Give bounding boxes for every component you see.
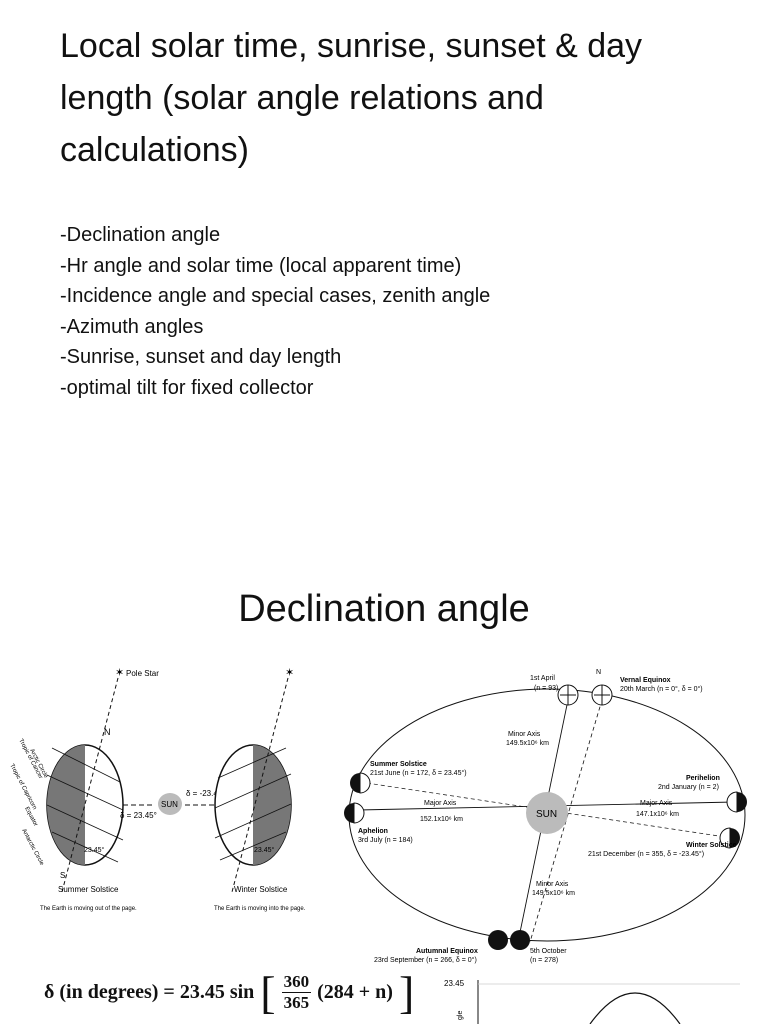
minor-axis-value: 149.5x10⁶ km	[506, 740, 549, 747]
summer-solstice-label: Summer Solstice	[370, 761, 427, 768]
pole-star-icon: ✶	[115, 667, 124, 679]
winter-solstice-label: Winter Solstice	[686, 842, 737, 849]
delta-winter-label: δ = -23.45°	[186, 789, 225, 798]
angle-summer-label: 23.45°	[84, 846, 105, 854]
major-axis-left-label: Major Axis	[424, 800, 457, 807]
formula-fraction: 360 365	[281, 972, 312, 1013]
october-label: 5th October	[530, 948, 567, 955]
delta-summer-label: δ = 23.45°	[120, 811, 157, 820]
pole-star-icon: ✶	[285, 667, 294, 679]
south-label: S	[60, 871, 65, 880]
sun-icon	[158, 793, 182, 815]
earth-aphelion	[344, 802, 365, 824]
section-title: Declination angle	[238, 588, 530, 630]
topic-item: -optimal tilt for fixed collector	[60, 376, 314, 399]
topic-item: -Sunrise, sunset and day length	[60, 346, 342, 368]
autumnal-date: 23rd September (n = 266, δ = 0°)	[374, 956, 477, 964]
declination-mini-chart: 23.45 gle	[444, 979, 740, 1024]
topic-item: -Incidence angle and special cases, zeni…	[60, 285, 491, 307]
angle-winter-label: 23.45°	[254, 846, 275, 854]
left-bracket: [	[260, 966, 276, 1018]
summer-subcaption: The Earth is moving out of the page.	[40, 906, 137, 912]
formula-numerator: 360	[281, 972, 312, 993]
ylabel: gle	[457, 1011, 464, 1020]
earth-april	[557, 684, 579, 706]
formula-lhs: δ (in degrees) = 23.45 sin	[44, 981, 255, 1003]
north-label: N	[104, 727, 111, 737]
earth-perihelion	[726, 791, 747, 813]
minor-axis-bottom-value: 149.5x10⁶ km	[532, 890, 575, 897]
sun-label: SUN	[161, 800, 178, 809]
minor-axis-label: Minor Axis	[508, 731, 541, 738]
formula-rhs: (284 + n)	[317, 981, 393, 1003]
aphelion-label: Aphelion	[358, 828, 388, 835]
summer-caption: Summer Solstice	[58, 885, 119, 894]
right-bracket: ]	[398, 966, 415, 1018]
winter-subcaption: The Earth is moving into the page.	[214, 906, 306, 912]
perihelion-label: Perihelion	[686, 775, 720, 782]
formula-denominator: 365	[283, 993, 310, 1012]
minor-axis-bottom-label: Minor Axis	[536, 881, 569, 888]
major-axis-right-value: 147.1x10⁶ km	[636, 811, 679, 818]
earth-orbit-figure: SUN 1st April (n = 93) N Vernal Equinox …	[344, 669, 747, 964]
topic-list: -Declination angle -Hr angle and solar t…	[60, 220, 490, 403]
winter-caption: Winter Solstice	[234, 885, 288, 894]
summer-earth	[46, 677, 124, 893]
earth-october	[510, 930, 530, 950]
summer-solstice-date: 21st June (n = 172, δ = 23.45°)	[370, 769, 467, 777]
north-label: N	[596, 669, 601, 676]
earth-autumnal	[488, 930, 508, 950]
topic-item: -Declination angle	[60, 224, 221, 246]
vernal-label: Vernal Equinox	[620, 677, 671, 684]
solstice-tilt-figure: ✶ Pole Star ✶ N S Arctic Circle Tropic o…	[8, 667, 306, 912]
pole-star-label: Pole Star	[126, 669, 159, 678]
ytick-label: 23.45	[444, 979, 465, 988]
declination-formula: δ (in degrees) = 23.45 sin [ 360 365 (28…	[44, 966, 415, 1018]
equator-label: Equator	[23, 806, 38, 827]
perihelion-date: 2nd January (n = 2)	[658, 784, 719, 791]
vernal-date: 20th March (n = 0°, δ = 0°)	[620, 685, 703, 693]
april-n-label: (n = 93)	[534, 685, 558, 692]
topic-item: -Azimuth angles	[60, 315, 204, 338]
april-label: 1st April	[530, 675, 555, 682]
antarctic-label: Antarctic Circle	[20, 828, 45, 867]
major-axis-left-value: 152.1x10⁶ km	[420, 816, 463, 823]
sun-label: SUN	[536, 809, 557, 820]
winter-earth	[214, 677, 292, 893]
topic-item: -Hr angle and solar time (local apparent…	[60, 254, 462, 277]
earth-winter	[719, 827, 740, 849]
earth-summer	[350, 772, 371, 794]
aphelion-date: 3rd July (n = 184)	[358, 837, 413, 844]
earth-vernal	[591, 684, 613, 706]
winter-solstice-date: 21st December (n = 355, δ = -23.45°)	[588, 850, 704, 858]
major-axis-right-label: Major Axis	[640, 800, 673, 807]
sun-icon	[526, 792, 568, 834]
autumnal-label: Autumnal Equinox	[416, 948, 478, 955]
declination-curve	[589, 992, 681, 1024]
slide-title: Local solar time, sunrise, sunset & day …	[60, 27, 643, 169]
october-n-label: (n = 278)	[530, 957, 558, 964]
